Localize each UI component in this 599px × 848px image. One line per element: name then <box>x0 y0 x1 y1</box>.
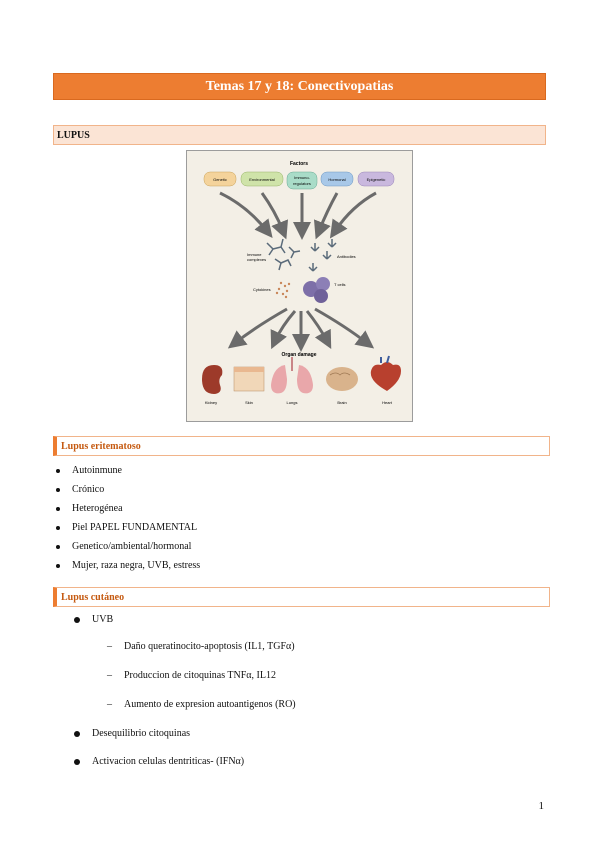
label-lungs: Lungs <box>287 400 298 405</box>
list-item: Desequilibrio citoquinas <box>74 728 190 739</box>
antibodies-icon <box>308 239 337 272</box>
page-title: Temas 17 y 18: Conectivopatias <box>53 73 546 100</box>
dash-icon: – <box>107 699 112 710</box>
bullet-icon <box>56 544 60 549</box>
bullet-icon <box>74 616 80 623</box>
svg-text:Immuno-: Immuno- <box>294 175 310 180</box>
svg-text:Genetic: Genetic <box>213 177 227 182</box>
page-number: 1 <box>538 800 545 812</box>
list-item: Mujer, raza negra, UVB, estress <box>56 560 200 571</box>
list-item-uvb: UVB <box>74 614 113 625</box>
section-heading-text: LUPUS <box>57 129 90 141</box>
dash-icon: – <box>107 641 112 652</box>
factor-environmental: Environmental <box>240 171 284 187</box>
skin-icon <box>233 366 265 392</box>
organ-damage-heading: Organ damage <box>281 352 316 358</box>
label-cytokines: Cytokines <box>253 287 271 292</box>
list-item: Crónico <box>56 484 104 495</box>
immune-complexes-icon <box>266 238 301 271</box>
svg-text:regulators: regulators <box>293 181 311 186</box>
bullet-icon <box>56 506 60 511</box>
brain-icon <box>326 367 358 391</box>
kidney-icon <box>202 365 223 394</box>
list-item: Heterogénea <box>56 503 123 514</box>
page-title-text: Temas 17 y 18: Conectivopatias <box>205 78 394 94</box>
label-immune-complexes: Immune <box>247 252 262 257</box>
damage-arrows <box>227 307 375 352</box>
section-heading-lupus: LUPUS <box>53 125 546 145</box>
label-t-cells: T cells <box>334 282 345 287</box>
bullet-icon <box>74 730 80 737</box>
bullet-icon <box>56 468 60 473</box>
svg-text:Hormonal: Hormonal <box>328 177 345 182</box>
t-cells-icon <box>303 277 330 303</box>
organ-labels: Kidney Skin Lungs Brain Heart <box>205 400 393 405</box>
svg-text:complexes: complexes <box>247 257 266 262</box>
lungs-icon <box>271 357 313 394</box>
factor-epigenetic: Epigenetic <box>357 171 395 187</box>
dash-icon: – <box>107 670 112 681</box>
subsection-heading-text: Lupus cutáneo <box>61 591 125 603</box>
label-heart: Heart <box>382 400 393 405</box>
svg-text:Environmental: Environmental <box>249 177 275 182</box>
subsection-heading-text: Lupus eritematoso <box>61 440 141 452</box>
label-brain: Brain <box>337 400 346 405</box>
svg-text:Epigenetic: Epigenetic <box>367 177 386 182</box>
cytokines-icon <box>275 281 291 299</box>
lupus-pathogenesis-diagram: Factors Genetic Environmental Immuno- re… <box>202 161 401 405</box>
bullet-icon <box>56 487 60 492</box>
bullet-icon <box>56 563 60 568</box>
subsection-heading-lupus-cutaneo: Lupus cutáneo <box>53 587 550 607</box>
list-subitem: –Aumento de expresion autoantigenos (RO) <box>107 699 296 710</box>
factors-heading: Factors <box>290 161 308 167</box>
heart-icon <box>370 355 401 391</box>
list-item: Piel PAPEL FUNDAMENTAL <box>56 522 197 533</box>
factor-immunoregulators: Immuno- regulators <box>286 171 318 190</box>
bullet-icon <box>74 758 80 765</box>
list-item: Autoinmune <box>56 465 122 476</box>
list-subitem: –Produccion de citoquinas TNFα, IL12 <box>107 670 276 681</box>
factor-hormonal: Hormonal <box>320 171 354 187</box>
label-kidney: Kidney <box>205 400 217 405</box>
subsection-heading-lupus-eritematoso: Lupus eritematoso <box>53 436 550 456</box>
label-antibodies: Antibodies <box>337 254 356 259</box>
lupus-pathogenesis-figure: Factors Genetic Environmental Immuno- re… <box>186 150 413 422</box>
factor-genetic: Genetic <box>203 171 237 187</box>
label-skin: Skin <box>245 400 253 405</box>
bullet-icon <box>56 525 60 530</box>
list-item: Genetico/ambiental/hormonal <box>56 541 191 552</box>
list-item: Activacion celulas dentriticas- (IFNα) <box>74 756 244 767</box>
factor-arrows <box>219 191 377 240</box>
list-subitem: –Daño queratinocito-apoptosis (IL1, TGFα… <box>107 641 295 652</box>
